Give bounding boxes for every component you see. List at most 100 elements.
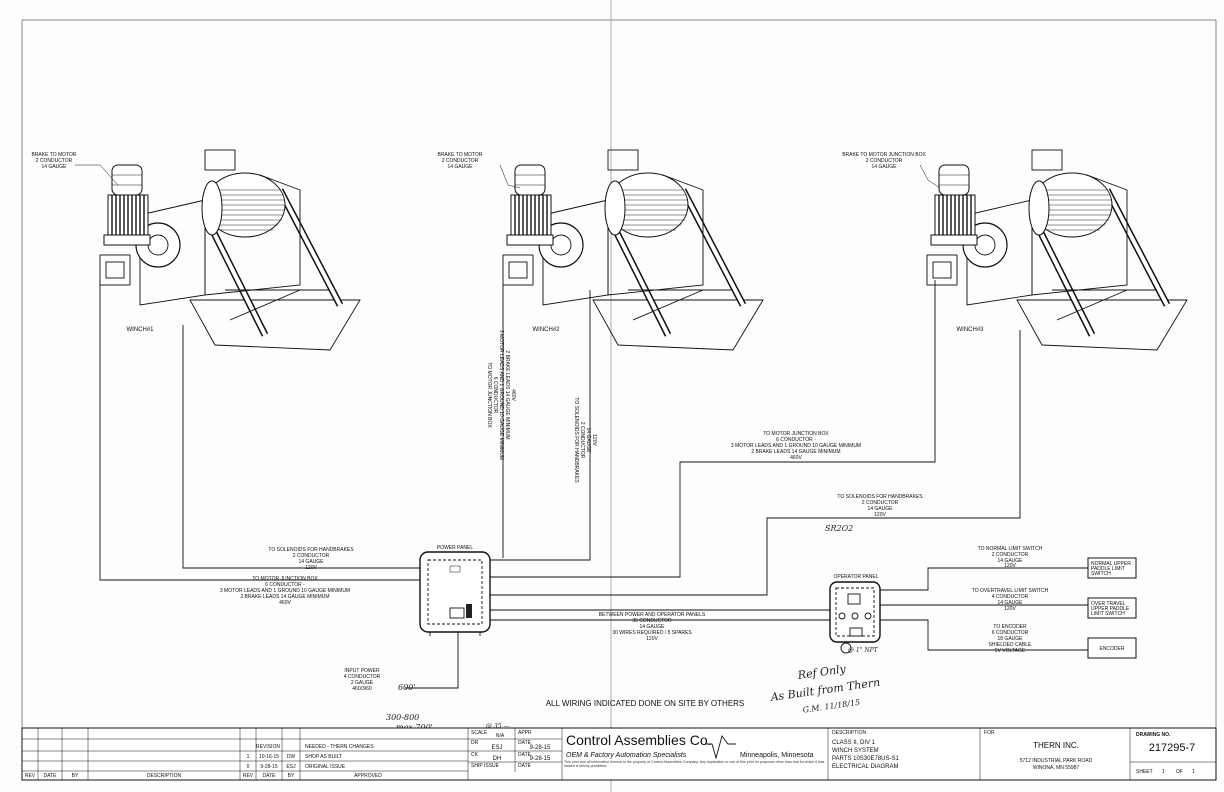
rev-row-2-rev: 0 — [247, 764, 250, 770]
svg-text:BETWEEN POWER AND OPERATOR PAN: BETWEEN POWER AND OPERATOR PANELS — [599, 612, 706, 618]
svg-text:35 CONDUCTOR: 35 CONDUCTOR — [632, 618, 672, 624]
dr-value: ESJ — [491, 745, 502, 751]
svg-text:PADDLE LIMIT: PADDLE LIMIT — [1091, 566, 1125, 572]
drawing-no: 217295-7 — [1149, 742, 1196, 754]
svg-text:120V: 120V — [646, 636, 658, 642]
rev-col-desc: DESCRIPTION — [147, 773, 182, 779]
cable-label-w1-motor: TO MOTOR JUNCTION BOX 6 CONDUCTOR - 3 MO… — [220, 576, 350, 606]
svg-text:120V: 120V — [874, 512, 886, 518]
svg-text:14 GAUGE: 14 GAUGE — [997, 558, 1023, 564]
leader-w2 — [499, 164, 521, 189]
svg-text:14 GAUGE: 14 GAUGE — [41, 164, 67, 170]
svg-text:5V VOLTAGE: 5V VOLTAGE — [995, 648, 1026, 654]
normal-limit-switch-label: NORMAL UPPER PADDLE LIMIT SWITCH — [1091, 561, 1131, 577]
dr-label: DR — [471, 740, 479, 746]
winch-symbol-1 — [99, 149, 361, 351]
appr-label: APPR — [518, 730, 532, 736]
svg-text:TO MOTOR JUNCTION BOX: TO MOTOR JUNCTION BOX — [486, 362, 492, 428]
wiring-note: ALL WIRING INDICATED DONE ON SITE BY OTH… — [546, 699, 745, 708]
winch-3-label: WINCH#3 — [956, 327, 984, 333]
svg-text:460V: 460V — [790, 455, 802, 461]
rev-col2-date: DATE — [263, 773, 277, 779]
svg-text:460V: 460V — [510, 389, 516, 401]
description-line-3: PARTS 10S30E78US-S1 — [832, 756, 899, 762]
rev-col2-by: BY — [288, 773, 295, 779]
company-name: Control Assemblies Co. — [566, 732, 712, 748]
sheet-value: 1 — [1162, 769, 1165, 775]
svg-text:460/3/60: 460/3/60 — [352, 686, 372, 692]
cable-label-normal-limit: TO NORMAL LIMIT SWITCH 2 CONDUCTOR 14 GA… — [978, 546, 1043, 569]
leader-w3 — [919, 164, 941, 189]
svg-text:14 GAUGE: 14 GAUGE — [871, 164, 897, 170]
svg-text:120V: 120V — [1004, 606, 1016, 612]
svg-text:NORMAL UPPER: NORMAL UPPER — [1091, 561, 1131, 567]
svg-text:4 CONDUCTOR: 4 CONDUCTOR — [344, 674, 381, 680]
company-city: Minneapolis, Minnesota — [740, 752, 814, 759]
svg-text:2 CONDUCTOR: 2 CONDUCTOR — [579, 422, 585, 459]
description-line-4: ELECTRICAL DIAGRAM — [832, 764, 898, 770]
svg-text:TO SOLENOIDS FOR HANDBRAKES: TO SOLENOIDS FOR HANDBRAKES — [573, 397, 579, 483]
svg-text:2 BRAKE LEADS 14 GAUGE MINIMUM: 2 BRAKE LEADS 14 GAUGE MINIMUM — [504, 350, 510, 439]
svg-text:6 CONDUCTOR: 6 CONDUCTOR — [992, 630, 1029, 636]
power-panel-symbol — [419, 551, 491, 636]
title-block: REV DATE BY DESCRIPTION REV DATE BY APPR… — [21, 727, 1217, 781]
cable-label-between-panels: BETWEEN POWER AND OPERATOR PANELS 35 CON… — [599, 612, 706, 642]
leader-text-w2: BRAKE TO MOTOR 2 CONDUCTOR 14 GAUGE — [437, 152, 482, 170]
svg-text:2 BRAKE LEADS 14 GAUGE MINIMUM: 2 BRAKE LEADS 14 GAUGE MINIMUM — [751, 449, 840, 455]
rev-row-2-by: ESJ — [286, 764, 296, 770]
drawing-no-label: DRAWING NO. — [1136, 732, 1171, 738]
svg-text:LIMIT SWITCH: LIMIT SWITCH — [1091, 611, 1125, 617]
winch-2-label: WINCH#2 — [532, 327, 560, 333]
handwritten-extra: @ 35 --- — [486, 723, 510, 730]
svg-text:3 MOTOR LEADS AND 1 GROUND 10: 3 MOTOR LEADS AND 1 GROUND 10 GAUGE MINI… — [220, 588, 350, 594]
company-logo-mark — [705, 734, 736, 760]
svg-text:BRAKE TO MOTOR JUNCTION BOX: BRAKE TO MOTOR JUNCTION BOX — [842, 152, 926, 158]
svg-text:BRAKE TO MOTOR: BRAKE TO MOTOR — [31, 152, 76, 158]
rev-row-1-date: 10-16-15 — [259, 754, 279, 760]
svg-text:As Built from Thern: As Built from Thern — [769, 676, 881, 704]
rev-col-rev: REV — [25, 773, 36, 779]
encoder-label: ENCODER — [1099, 646, 1124, 652]
svg-text:18 GAUGE: 18 GAUGE — [997, 636, 1023, 642]
rev-row-2-desc: ORIGINAL ISSUE — [305, 764, 346, 770]
fine-print-container: This print and all information thereon i… — [564, 760, 825, 769]
svg-text:3 MOTOR LEADS AND 1 GROUND 10: 3 MOTOR LEADS AND 1 GROUND 10 GAUGE MINI… — [498, 330, 504, 460]
customer-name: THERN INC. — [1033, 741, 1079, 750]
company-tagline: OEM & Factory Automation Specialists — [566, 752, 687, 759]
winch-symbol-2 — [503, 150, 763, 350]
svg-text:TO MOTOR JUNCTION BOX: TO MOTOR JUNCTION BOX — [252, 576, 318, 582]
of-label: OF — [1176, 769, 1183, 775]
rev-row-1-by: DW — [287, 754, 296, 760]
svg-text:6 CONDUCTOR: 6 CONDUCTOR — [492, 377, 498, 414]
rev-col2-rev: REV — [243, 773, 254, 779]
cable-label-overtravel: TO OVERTRAVEL LIMIT SWITCH 4 CONDUCTOR 1… — [972, 588, 1049, 612]
normal-limit-switch-box — [1087, 557, 1137, 579]
svg-text:30 WIRES REQUIRED / 5 SPARES: 30 WIRES REQUIRED / 5 SPARES — [612, 630, 692, 636]
description-line-2: WINCH SYSTEM — [832, 748, 879, 754]
svg-text:2 CONDUCTOR: 2 CONDUCTOR — [442, 158, 479, 164]
of-value: 1 — [1192, 769, 1195, 775]
svg-text:SWITCH: SWITCH — [1091, 571, 1111, 577]
svg-text:UPPER PADDLE: UPPER PADDLE — [1091, 606, 1130, 612]
svg-text:OVER TRAVEL: OVER TRAVEL — [1091, 601, 1126, 607]
svg-text:2 CONDUCTOR: 2 CONDUCTOR — [866, 158, 903, 164]
svg-text:6 CONDUCTOR -: 6 CONDUCTOR - — [265, 582, 305, 588]
operator-panel-label: OPERATOR PANEL — [833, 574, 878, 580]
svg-text:2 CONDUCTOR: 2 CONDUCTOR — [992, 552, 1029, 558]
cable-label-encoder: TO ENCODER 6 CONDUCTOR 18 GAUGE SHIELDED… — [989, 624, 1032, 654]
winch-1-label: WINCH#1 — [126, 327, 154, 333]
leader-text-w3: BRAKE TO MOTOR JUNCTION BOX 2 CONDUCTOR … — [842, 152, 926, 170]
svg-text:3 MOTOR LEADS AND 1 GROUND 10: 3 MOTOR LEADS AND 1 GROUND 10 GAUGE MINI… — [731, 443, 861, 449]
svg-text:2 CONDUCTOR: 2 CONDUCTOR — [862, 500, 899, 506]
svg-text:SHIELDED CABLE: SHIELDED CABLE — [989, 642, 1032, 648]
date-label-2: DATE — [518, 752, 532, 758]
svg-text:120V: 120V — [591, 434, 597, 446]
svg-text:2 CONDUCTOR: 2 CONDUCTOR — [293, 553, 330, 559]
handwritten-sr202: SR2O2 — [825, 524, 853, 533]
winch-symbol-3 — [927, 150, 1187, 350]
date-label-3: DATE — [518, 763, 532, 769]
fine-print: This print and all information thereon i… — [564, 760, 825, 769]
handwritten-600: 600' — [398, 683, 415, 692]
scale-label: SCALE — [471, 730, 488, 736]
